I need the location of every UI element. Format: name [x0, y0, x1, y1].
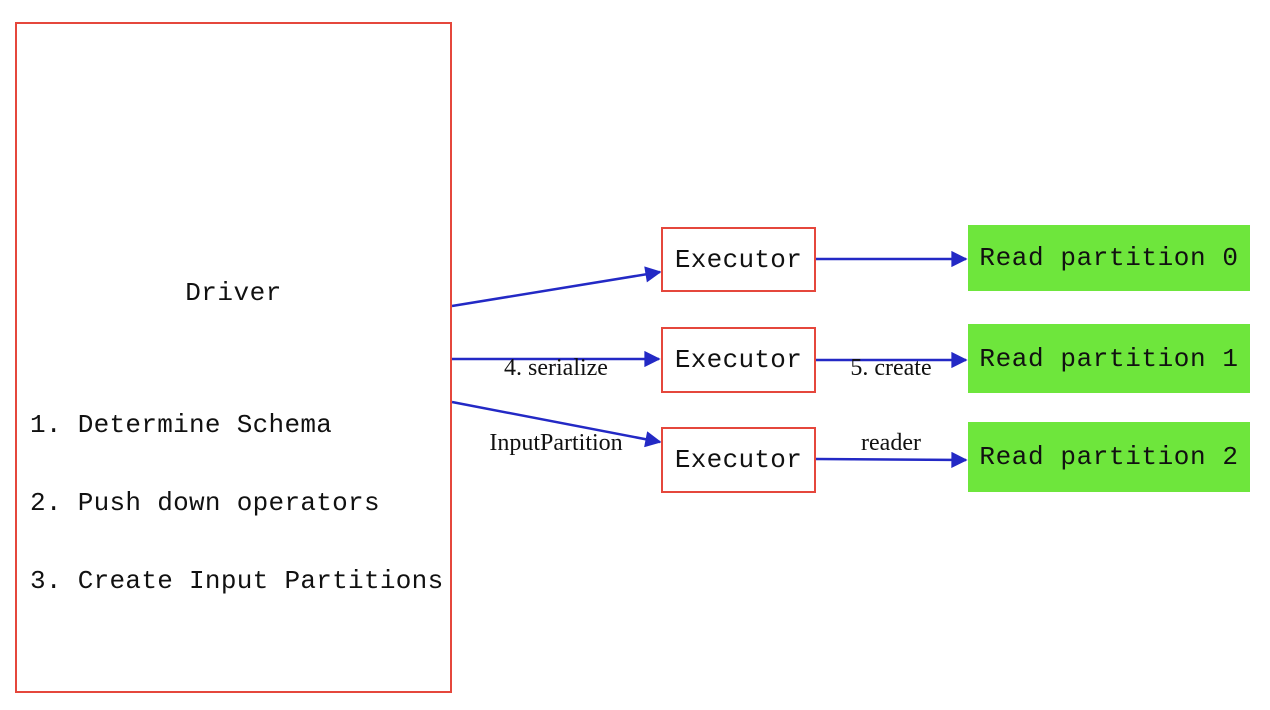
executor-box-3: Executor [661, 427, 816, 493]
driver-step-3: 3. Create Input Partitions [30, 566, 444, 596]
edge-label-create-reader-line1: 5. create [850, 355, 932, 381]
edge-label-serialize-inputpartition: 4. serialize InputPartition [456, 306, 656, 506]
read-partition-0-box: Read partition 0 [968, 225, 1250, 291]
arrow-driver-to-executor-1 [451, 266, 662, 308]
driver-box: Driver 1. Determine Schema 2. Push down … [15, 22, 452, 693]
driver-step-1: 1. Determine Schema [30, 410, 333, 440]
driver-title: Driver [185, 278, 282, 308]
edge-label-serialize-line1: 4. serialize [504, 355, 608, 381]
edge-label-create-reader-line2: reader [861, 430, 921, 456]
executor-box-1: Executor [661, 227, 816, 292]
read-partition-1-box: Read partition 1 [968, 324, 1250, 393]
read-partition-2-box: Read partition 2 [968, 422, 1250, 492]
driver-step-2: 2. Push down operators [30, 488, 380, 518]
driver-steps: 1. Determine Schema 2. Push down operato… [30, 360, 443, 646]
executor-box-2: Executor [661, 327, 816, 393]
edge-label-create-reader: 5. create reader [791, 306, 991, 506]
edge-label-serialize-line2: InputPartition [489, 430, 623, 456]
